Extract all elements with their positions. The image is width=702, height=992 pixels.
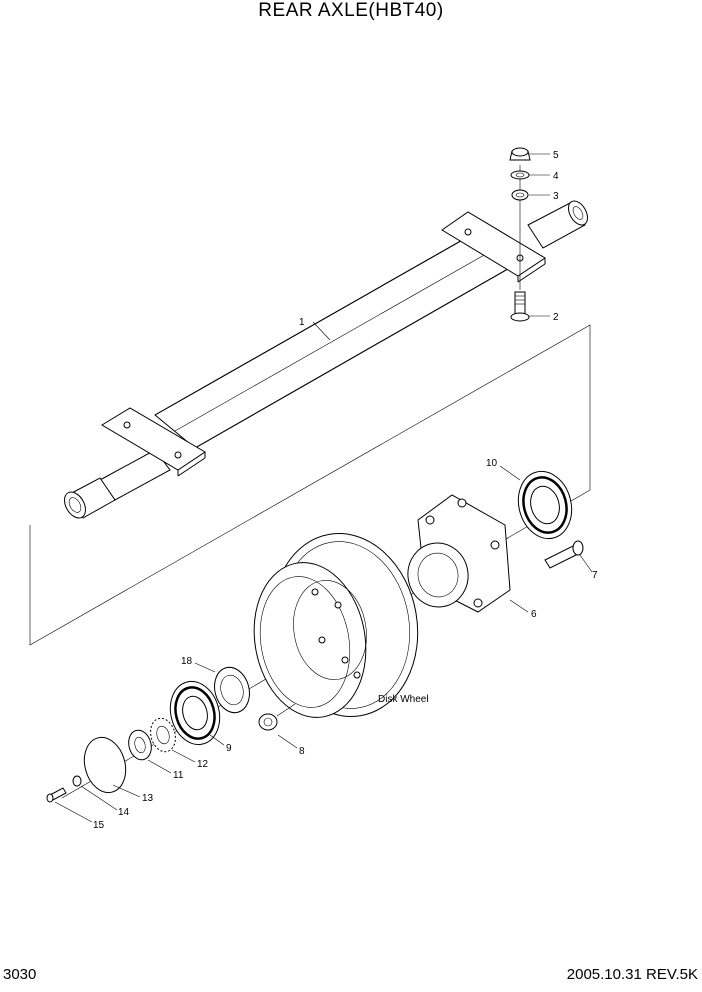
bearing-9 [169,680,221,746]
disk-wheel [253,533,419,718]
callout-12: 12 [197,759,209,770]
callout-3: 3 [553,191,559,202]
callout-5: 5 [553,150,559,161]
callout-13: 13 [142,793,154,804]
callout-8: 8 [299,746,305,757]
assembly-boundary [29,324,591,646]
bolt-2 [510,291,530,322]
hub-6 [407,494,511,613]
callout-9: 9 [226,743,232,754]
axle-beam [64,200,588,519]
stud-7 [544,540,584,569]
lock-nut-11 [128,729,152,761]
bearing-10 [517,470,573,540]
callout-18: 18 [181,656,193,667]
callout-6: 6 [531,609,537,620]
bolt-15 [46,787,67,803]
callout-4: 4 [553,171,559,182]
callout-2: 2 [553,312,559,323]
callout-11: 11 [173,770,184,781]
callout-15: 15 [93,820,105,831]
callout-10: 10 [486,458,498,469]
page-title: REAR AXLE(HBT40) [258,0,444,21]
disk-wheel-label: Disk Wheel [378,694,429,705]
washer-14 [72,775,82,787]
callout-14: 14 [118,807,130,818]
leader-lines [54,153,593,823]
seal-18 [214,666,250,714]
callout-1: 1 [299,317,305,328]
page-number: 3030 [3,966,37,983]
revision-info: 2005.10.31 REV.5K [566,966,698,983]
nut-8 [258,703,296,731]
lock-washer-12 [150,717,176,753]
hardware-stack [509,147,531,290]
cap-13 [83,736,127,794]
callout-7: 7 [592,570,598,581]
